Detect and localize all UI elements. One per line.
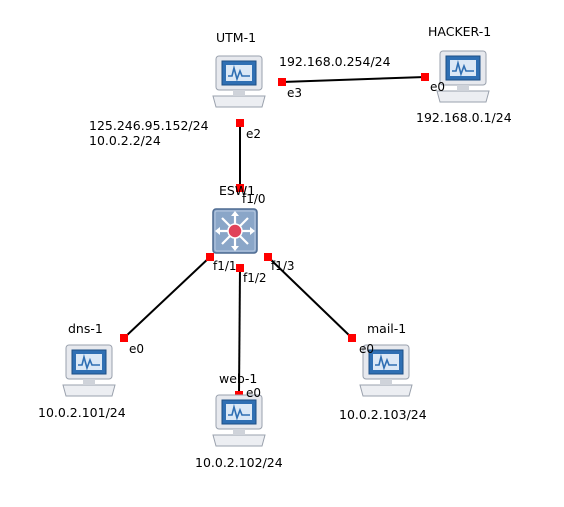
port-label-utm1-e2: e2 [246,127,262,141]
port-marker-hacker1-e0[interactable] [421,73,429,81]
addr-dns1: 10.0.2.101/24 [38,405,126,420]
node-name-hacker1: HACKER-1 [428,24,492,39]
addr-utm1-wan-2: 10.0.2.2/24 [89,133,161,148]
port-label-esw1-f13: f1/3 [271,259,295,273]
port-label-mail1-e0: e0 [359,342,375,356]
link-utm1-hacker1[interactable] [281,76,426,83]
port-marker-esw1-f13[interactable] [264,253,272,261]
utm1-workstation-icon[interactable] [211,54,267,110]
node-name-utm1: UTM-1 [216,30,257,45]
node-name-mail1: mail-1 [367,321,407,336]
dns1-workstation-icon[interactable] [61,343,117,399]
link-esw1-dns1[interactable] [123,256,211,339]
port-marker-mail1-e0[interactable] [348,334,356,342]
esw1-multilayer-switch-icon[interactable] [212,208,258,254]
mail1-workstation-icon[interactable] [358,343,414,399]
port-marker-esw1-f12[interactable] [236,264,244,272]
node-name-esw1: ESW1 [219,183,256,198]
port-label-esw1-f11: f1/1 [213,259,237,273]
port-label-esw1-f12: f1/2 [243,271,267,285]
port-marker-utm1-e3[interactable] [278,78,286,86]
hacker1-workstation-icon[interactable] [435,49,491,105]
port-label-dns1-e0: e0 [129,342,145,356]
addr-web1: 10.0.2.102/24 [195,455,283,470]
port-label-hacker1-e0: e0 [430,80,446,94]
port-marker-utm1-e2[interactable] [236,119,244,127]
port-marker-esw1-f11[interactable] [206,253,214,261]
port-marker-dns1-e0[interactable] [120,334,128,342]
port-label-esw1-f10: f1/0 [242,192,266,206]
addr-utm1-lan: 192.168.0.254/24 [279,54,391,69]
link-esw1-mail1[interactable] [267,256,353,339]
addr-mail1: 10.0.2.103/24 [339,407,427,422]
addr-utm1-wan-1: 125.246.95.152/24 [89,118,209,133]
addr-hacker1: 192.168.0.1/24 [416,110,512,125]
web1-workstation-icon[interactable] [211,393,267,449]
link-esw1-web1[interactable] [238,267,241,396]
port-label-web1-e0: e0 [246,386,262,400]
port-marker-esw1-f10[interactable] [236,184,244,192]
node-name-web1: web-1 [219,371,258,386]
port-label-utm1-e3: e3 [287,86,303,100]
node-name-dns1: dns-1 [68,321,103,336]
